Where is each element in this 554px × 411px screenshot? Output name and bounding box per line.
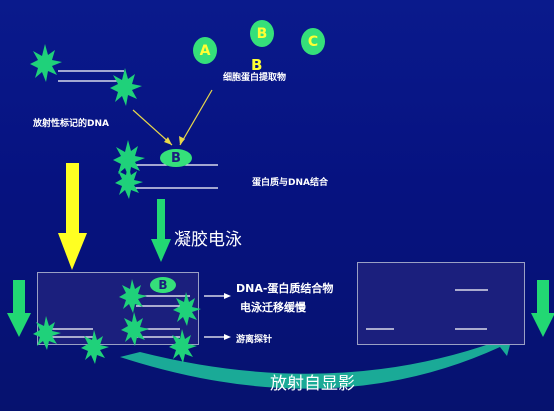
- radiolabel-star-icon: [30, 44, 62, 82]
- bound-protein: B: [160, 149, 192, 167]
- gel-bound-protein-label: B: [158, 278, 168, 292]
- bound-protein-label: B: [171, 150, 181, 166]
- protein-b-label: B: [256, 25, 268, 42]
- bound-caption-line1: DNA-蛋白质结合物: [236, 282, 334, 295]
- protein-a-label: A: [199, 42, 211, 59]
- radiolabel-star-icon: [115, 165, 143, 199]
- radiolabel-star-icon: [169, 329, 197, 363]
- radiolabel-star-icon: [121, 312, 149, 346]
- labeled-dna-caption: 放射性标记的DNA: [33, 119, 109, 129]
- gel-bound-protein: B: [150, 277, 176, 293]
- radiolabel-star-icon: [119, 279, 147, 313]
- extract-overlay-letter: B: [251, 56, 263, 74]
- electrophoresis-label: 凝胶电泳: [174, 230, 242, 250]
- radiolabel-star-icon: [173, 292, 201, 326]
- protein-extract-caption: 细胞蛋白提取物: [223, 73, 287, 83]
- radiolabel-star-icon: [110, 68, 142, 106]
- autoradiograph-box: [357, 262, 525, 345]
- protein-b: B: [250, 20, 274, 47]
- radiolabel-star-icon: [33, 316, 61, 350]
- protein-c-label: C: [307, 33, 319, 50]
- free-probe-caption: 游离探针: [236, 335, 273, 345]
- autoradiography-label: 放射自显影: [270, 374, 355, 394]
- radiolabel-star-icon: [113, 140, 145, 178]
- binding-caption: 蛋白质与DNA结合: [252, 178, 328, 188]
- radiolabel-star-icon: [81, 330, 109, 364]
- protein-c: C: [301, 28, 325, 55]
- protein-a: A: [193, 37, 217, 64]
- bound-caption-line2: 电泳迁移缓慢: [240, 301, 306, 314]
